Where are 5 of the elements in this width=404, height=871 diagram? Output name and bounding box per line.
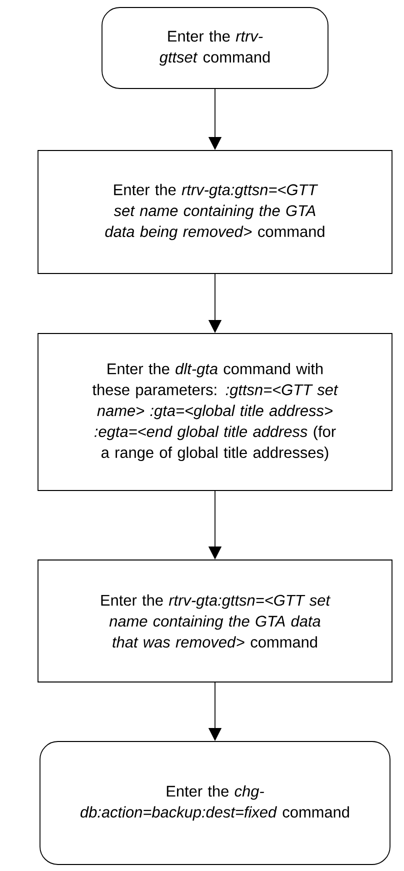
process-box: Enter the rtrv-gta:gttsn=<GTT set name containing the GTA data that was removed> command	[38, 560, 392, 682]
terminal-box: Enter the rtrv-gttset command	[102, 7, 328, 89]
process-box: Enter the dlt-gta command with these parameters: :gttsn=<GTT set name> :gta=<global title address> :egta=<end global title address (for a range of global title addresses)	[38, 333, 392, 491]
process-box: Enter the rtrv-gta:gttsn=<GTT set name containing the GTA data being removed> command	[38, 150, 392, 274]
terminal-box: Enter the chg-db:action=backup:dest=fixed command	[40, 741, 390, 865]
